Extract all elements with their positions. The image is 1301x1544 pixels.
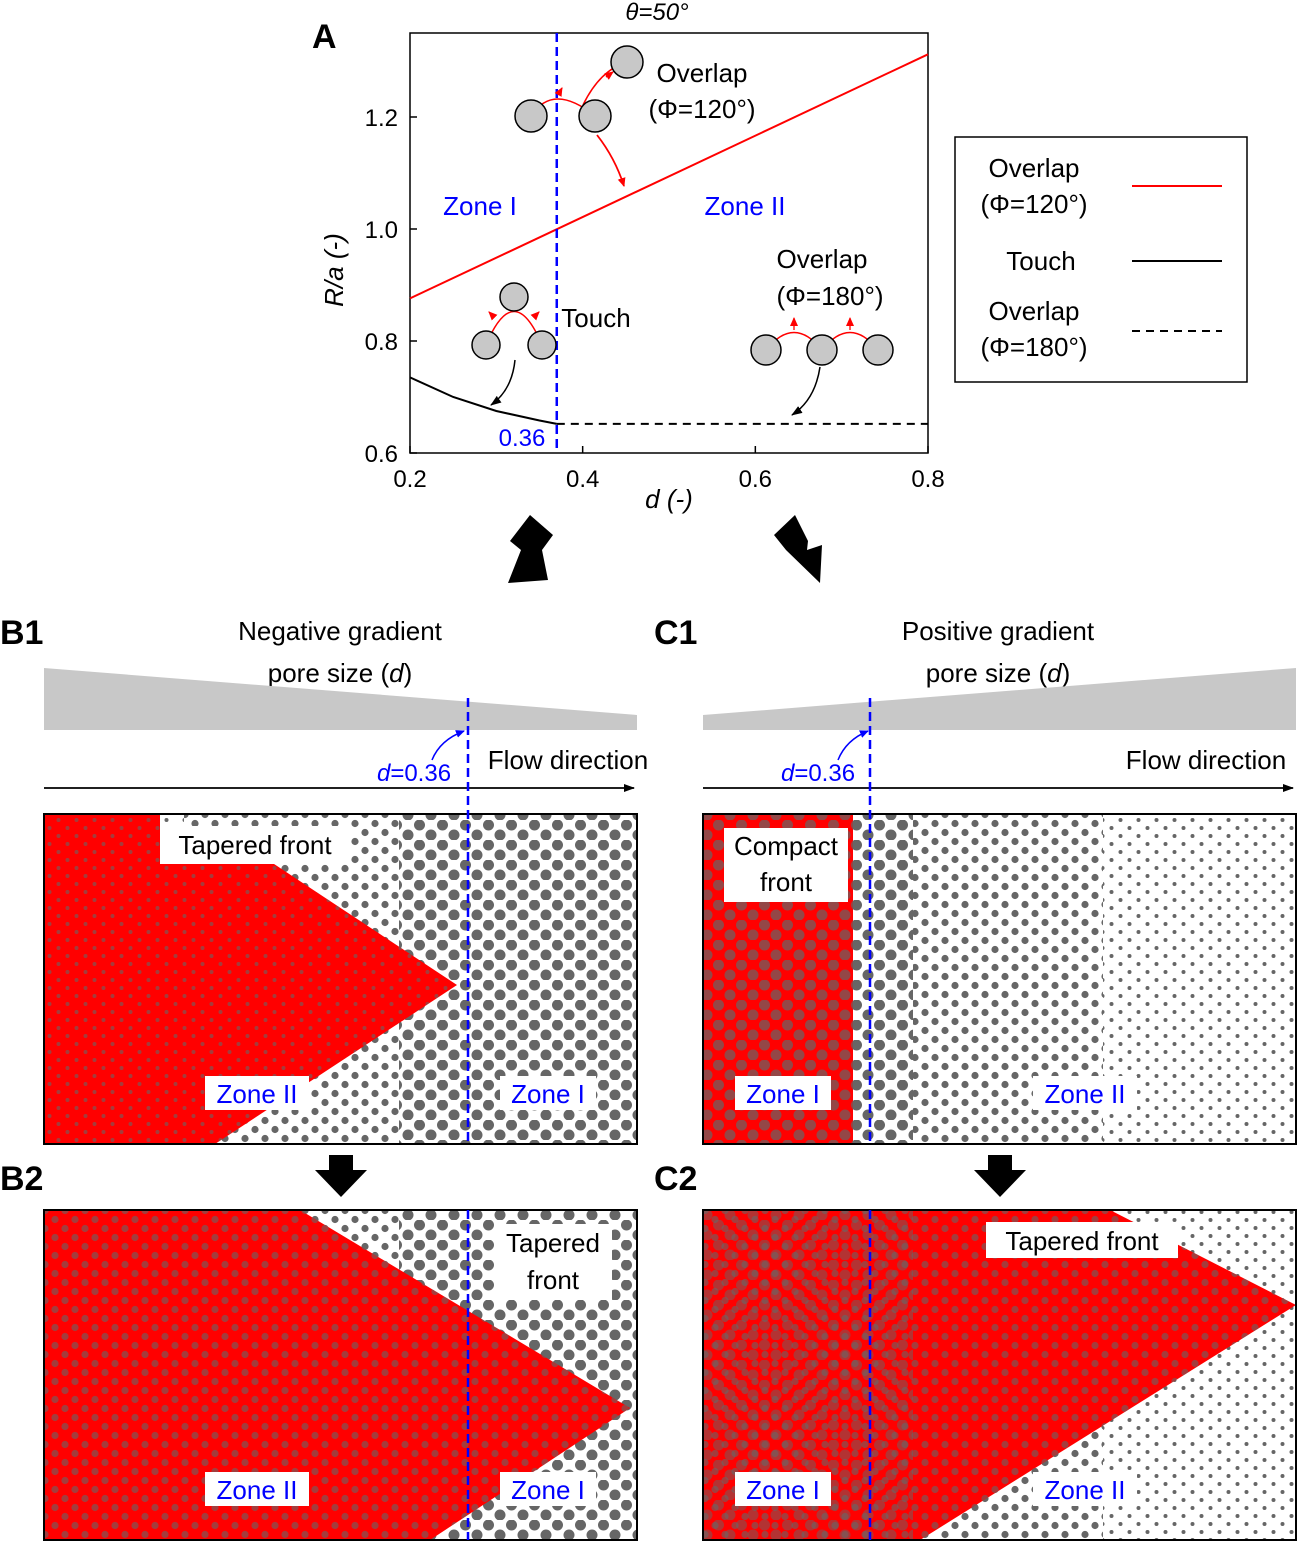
b2-note-l1: Tapered (506, 1228, 600, 1258)
b2-zone-left: Zone II (217, 1475, 298, 1505)
legend-item-3-l2: (Φ=180°) (980, 332, 1087, 362)
b-title-line2: pore size (d) (268, 658, 413, 688)
y-tick-label: 0.6 (365, 441, 398, 468)
series-touch (409, 376, 557, 425)
c2-frame (702, 1209, 1297, 1541)
panel-b1: Tapered front Zone II Zone I (43, 698, 638, 1145)
legend-item-3-l1: Overlap (988, 296, 1079, 326)
axis-ticks: 0.2 0.4 0.6 0.8 0.6 0.8 1.0 1.2 (365, 105, 945, 493)
b1-note: Tapered front (178, 830, 332, 860)
touch-illustration: Touch (471, 282, 631, 406)
panel-label-b2: B2 (0, 1160, 43, 1198)
c-down-arrow (974, 1155, 1026, 1197)
c-pore-size-wedge (703, 668, 1296, 730)
c1-note-l1: Compact (734, 831, 839, 861)
legend-item-2-l1: Touch (1006, 246, 1075, 276)
overlap180-illustration: Overlap (Φ=180°) (750, 244, 894, 416)
legend-item-1-l1: Overlap (988, 153, 1079, 183)
panel-label-a: A (312, 18, 337, 56)
panel-b-header: B1 Negative gradient pore size (d) Flow … (0, 614, 648, 792)
touch-annotation: Touch (561, 303, 630, 333)
threshold-label: 0.36 (499, 425, 546, 452)
y-tick-label: 0.8 (365, 329, 398, 356)
panel-label-c1: C1 (654, 614, 697, 652)
legend-item-1-l2: (Φ=120°) (980, 189, 1087, 219)
y-tick-label: 1.0 (365, 217, 398, 244)
c1-note-l2: front (760, 867, 813, 897)
zone-two-label: Zone II (705, 191, 786, 221)
c1-zone-left: Zone I (746, 1079, 820, 1109)
c1-zone-right: Zone II (1045, 1079, 1126, 1109)
x-tick-label: 0.6 (739, 466, 772, 493)
panel-b2: Tapered front Zone II Zone I (43, 1209, 638, 1541)
chart-title: θ=50° (625, 0, 689, 26)
b-title-line1: Negative gradient (238, 616, 443, 646)
c2-zone-left: Zone I (746, 1475, 820, 1505)
legend: Overlap (Φ=120°) Touch Overlap (Φ=180°) (954, 136, 1248, 383)
c-title-line1: Positive gradient (902, 616, 1095, 646)
c2-note: Tapered front (1005, 1226, 1159, 1256)
zone-one-label: Zone I (443, 191, 517, 221)
b-flow-label: Flow direction (488, 745, 648, 775)
b1-zone-left: Zone II (217, 1079, 298, 1109)
down-arrow-left (508, 515, 553, 583)
overlap120-illustration: Overlap (Φ=120°) (514, 45, 756, 187)
c2-zone-right: Zone II (1045, 1475, 1126, 1505)
c-d-label: d=0.36 (781, 760, 855, 787)
x-tick-label: 0.2 (393, 466, 426, 493)
legend-box (954, 136, 1248, 383)
y-axis-label: R/a (-) (319, 233, 349, 307)
b2-note-l2: front (527, 1265, 580, 1295)
series-overlap-120 (409, 53, 929, 300)
b-down-arrow (315, 1155, 367, 1197)
x-tick-label: 0.8 (911, 466, 944, 493)
x-axis-label: d (-) (645, 484, 693, 514)
b-d-label: d=0.36 (377, 760, 451, 787)
y-tick-label: 1.2 (365, 105, 398, 132)
overlap180-annotation-l2: (Φ=180°) (776, 281, 883, 311)
b1-frame (43, 813, 638, 1145)
plot-frame (409, 32, 929, 454)
b-pore-size-wedge (44, 668, 637, 730)
panel-a: A θ=50° 0.2 0.4 0.6 0.8 0.6 0.8 1.0 1.2 d (-) R… (312, 0, 1248, 514)
overlap120-annotation-l2: (Φ=120°) (648, 94, 755, 124)
panel-label-c2: C2 (654, 1160, 697, 1198)
b2-frame (43, 1209, 638, 1541)
c-flow-label: Flow direction (1126, 745, 1286, 775)
down-arrow-right (774, 515, 822, 583)
b1-zone-right: Zone I (511, 1079, 585, 1109)
panel-c1: Compact front Zone I Zone II (702, 698, 1297, 1145)
b2-zone-right: Zone I (511, 1475, 585, 1505)
panel-c2: Tapered front Zone I Zone II (702, 1209, 1297, 1541)
overlap180-annotation-l1: Overlap (776, 244, 867, 274)
x-tick-label: 0.4 (566, 466, 599, 493)
chart-series (409, 33, 929, 453)
c-title-line2: pore size (d) (926, 658, 1071, 688)
overlap120-annotation-l1: Overlap (656, 58, 747, 88)
c1-frame (702, 813, 1297, 1145)
panel-c-header: C1 Positive gradient pore size (d) Flow … (654, 614, 1296, 792)
panel-label-b1: B1 (0, 614, 43, 652)
